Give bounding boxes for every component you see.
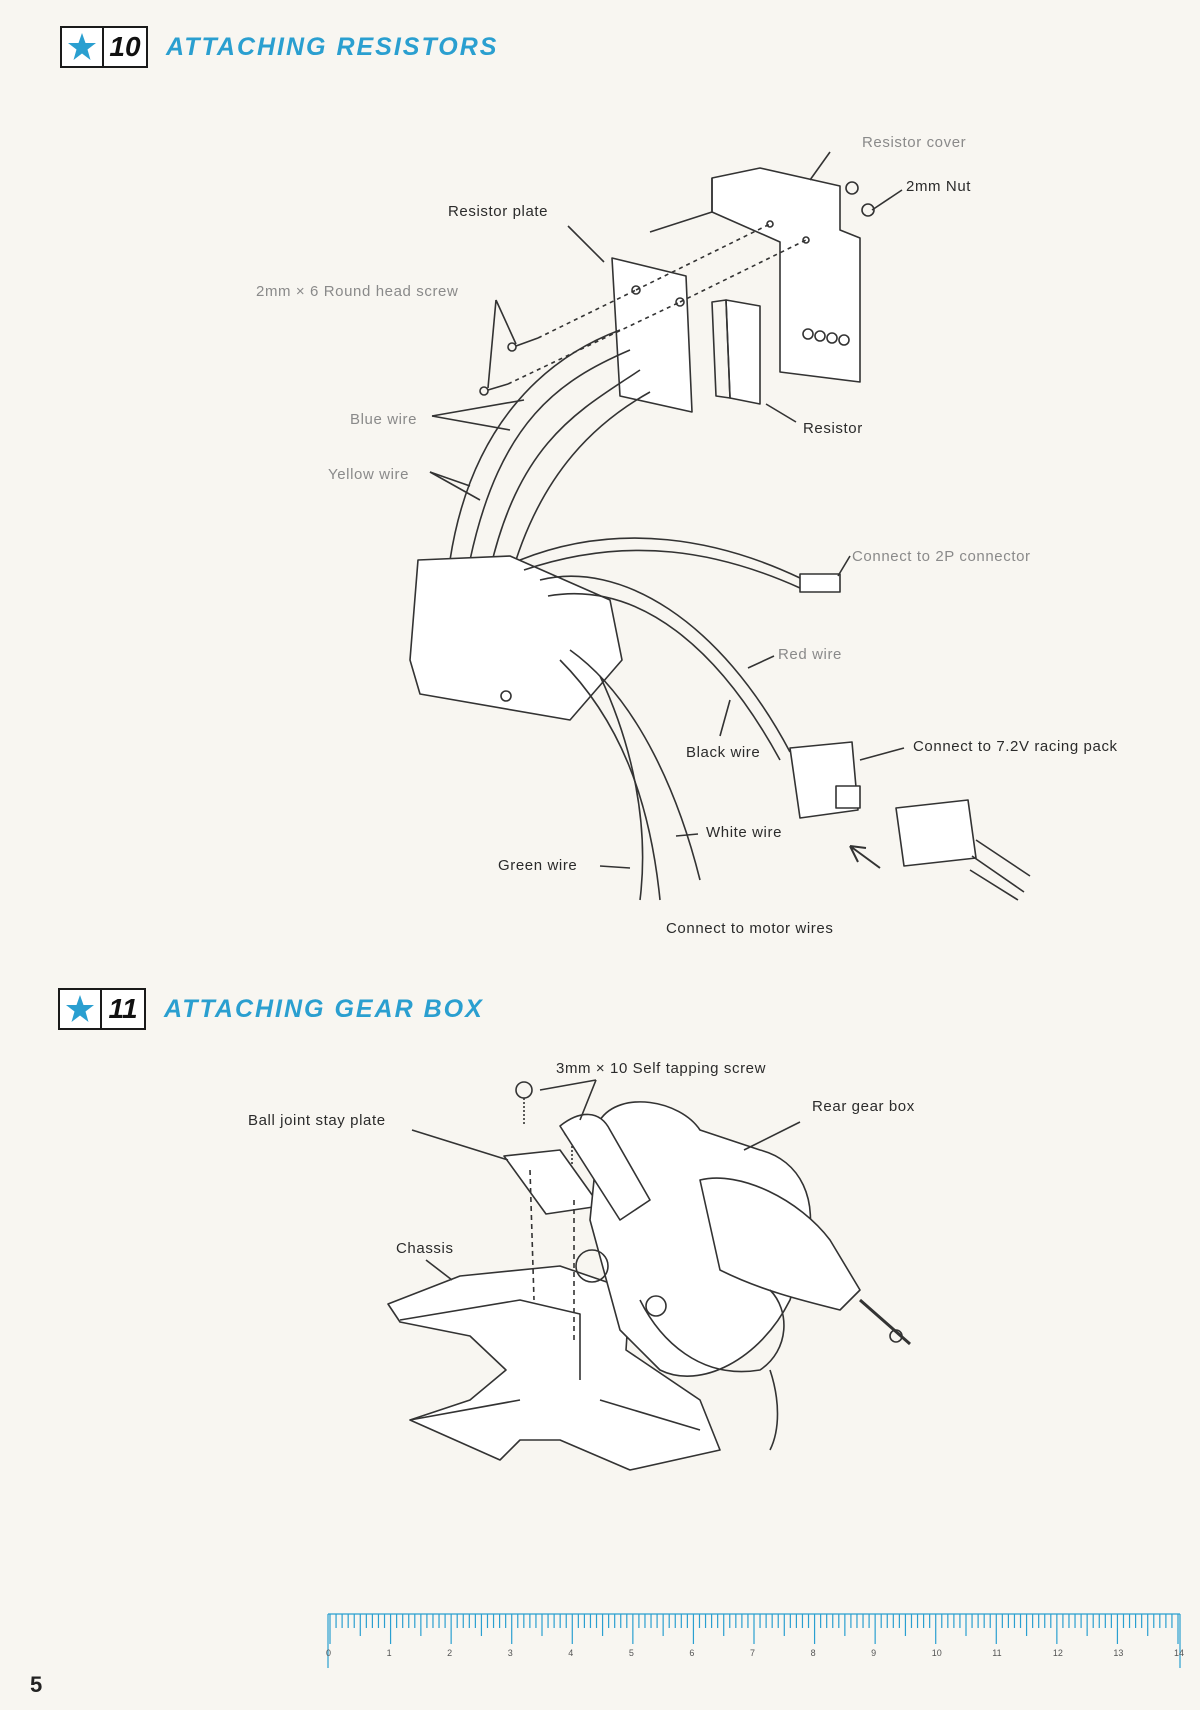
star-icon (62, 28, 104, 66)
ruler-tick-label: 10 (931, 1648, 942, 1658)
label-resistor: Resistor (803, 420, 863, 437)
ruler-tick-label: 7 (750, 1648, 756, 1658)
step-11-badge: 11 (58, 988, 146, 1030)
label-2mm-nut: 2mm Nut (906, 178, 972, 195)
label-round-head-screw: 2mm × 6 Round head screw (256, 283, 459, 300)
label-yellow-wire: Yellow wire (328, 466, 410, 483)
step-10-badge: 10 (60, 26, 148, 68)
label-green-wire: Green wire (498, 857, 578, 874)
star-icon (60, 990, 102, 1028)
label-resistor-cover: Resistor cover (862, 134, 967, 151)
ruler-tick-label: 11 (992, 1648, 1002, 1658)
step-10-number: 10 (109, 31, 141, 62)
label-red-wire: Red wire (778, 646, 842, 663)
ruler-tick-label: 0 (326, 1648, 332, 1658)
label-black-wire: Black wire (686, 744, 761, 761)
label-rear-gear-box: Rear gear box (812, 1098, 915, 1115)
label-self-tapping-screw: 3mm × 10 Self tapping screw (556, 1060, 767, 1077)
label-connect-2p: Connect to 2P connector (852, 548, 1031, 565)
label-resistor-plate: Resistor plate (448, 203, 549, 220)
ruler-tick-label: 13 (1113, 1648, 1124, 1658)
ruler-tick-label: 14 (1174, 1648, 1185, 1658)
ruler-tick-label: 8 (810, 1648, 816, 1658)
ruler-tick-label: 9 (871, 1648, 877, 1658)
label-racing-pack: Connect to 7.2V racing pack (913, 738, 1118, 755)
ruler-tick-label: 5 (628, 1648, 634, 1658)
ruler-tick-label: 4 (568, 1648, 574, 1658)
label-chassis: Chassis (396, 1240, 454, 1257)
page-number: 5 (30, 1672, 43, 1697)
label-motor-wires: Connect to motor wires (666, 920, 834, 937)
step-11-header: 11 ATTACHING GEAR BOX (58, 988, 484, 1030)
ruler-tick-label: 1 (386, 1648, 392, 1658)
ruler-tick-label: 12 (1052, 1648, 1063, 1658)
step-11-title: ATTACHING GEAR BOX (164, 994, 484, 1023)
ruler-tick-label: 3 (507, 1648, 513, 1658)
resistor-assembly-diagram (409, 151, 1031, 901)
label-blue-wire: Blue wire (350, 411, 418, 428)
ruler-tick-label: 2 (447, 1648, 453, 1658)
step-11-number: 11 (108, 993, 138, 1024)
label-white-wire: White wire (706, 824, 783, 841)
step-10-title: ATTACHING RESISTORS (166, 32, 499, 61)
gear-box-assembly-diagram (387, 1079, 911, 1471)
label-ball-joint-stay-plate: Ball joint stay plate (248, 1112, 386, 1129)
ruler-tick-label: 6 (689, 1648, 695, 1658)
step-10-header: 10 ATTACHING RESISTORS (60, 26, 498, 68)
